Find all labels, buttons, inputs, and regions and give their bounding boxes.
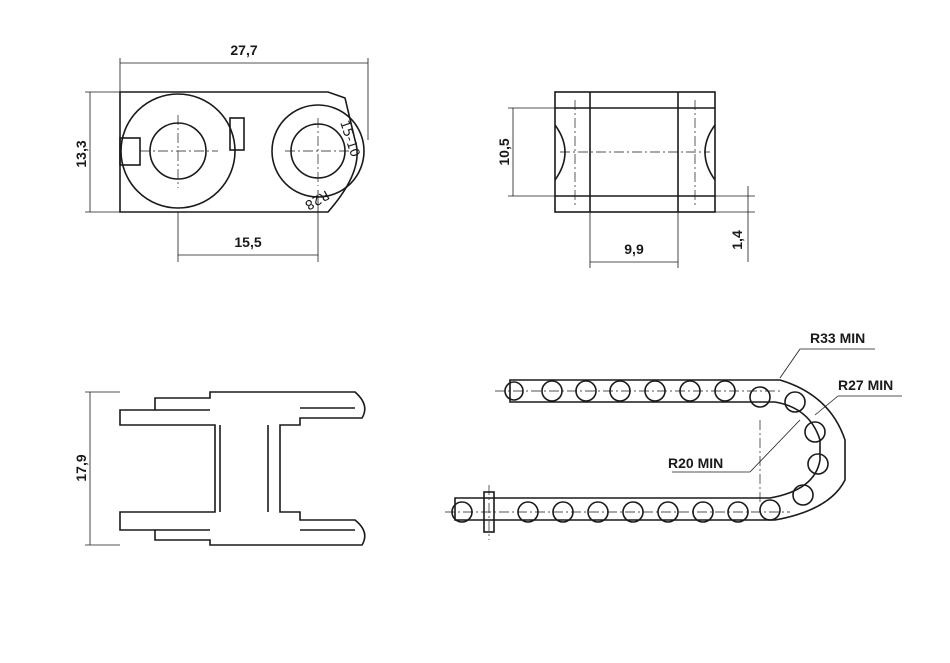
label-r20: R20 MIN: [668, 455, 723, 471]
link-side-view: 15-10 R28: [119, 91, 365, 213]
link-marking-model: 15-10: [336, 119, 362, 160]
link-outline: [119, 91, 358, 213]
dim-17-9: 17,9: [73, 391, 120, 546]
top-view-outline: [554, 91, 716, 213]
link-front-view: [119, 391, 366, 546]
chain-assembly: [445, 379, 846, 540]
label-1-4: 1,4: [729, 230, 745, 250]
dim-9-9: 9,9: [589, 212, 679, 268]
label-13-3: 13,3: [73, 140, 89, 167]
right-tab: [229, 117, 245, 151]
label-27-7: 27,7: [230, 42, 257, 58]
dim-10-5: 10,5: [496, 107, 555, 197]
dim-13-3: 13,3: [73, 91, 120, 213]
radius-annotations: R33 MIN R27 MIN R20 MIN: [668, 330, 902, 473]
chain-band: [454, 379, 846, 521]
dim-1-4: 1,4: [715, 186, 755, 262]
link-top-view: [554, 91, 716, 213]
dim-15-5: 15,5: [177, 190, 319, 262]
label-10-5: 10,5: [496, 138, 512, 165]
front-outline: [119, 391, 366, 546]
link-marking-radius: R28: [302, 187, 332, 213]
label-17-9: 17,9: [73, 454, 89, 481]
left-boss: [120, 93, 236, 209]
label-9-9: 9,9: [624, 241, 644, 257]
label-15-5: 15,5: [234, 234, 261, 250]
left-notch: [119, 137, 141, 166]
dim-27-7: 27,7: [119, 42, 369, 140]
label-r27: R27 MIN: [838, 377, 893, 393]
label-r33: R33 MIN: [810, 330, 865, 346]
